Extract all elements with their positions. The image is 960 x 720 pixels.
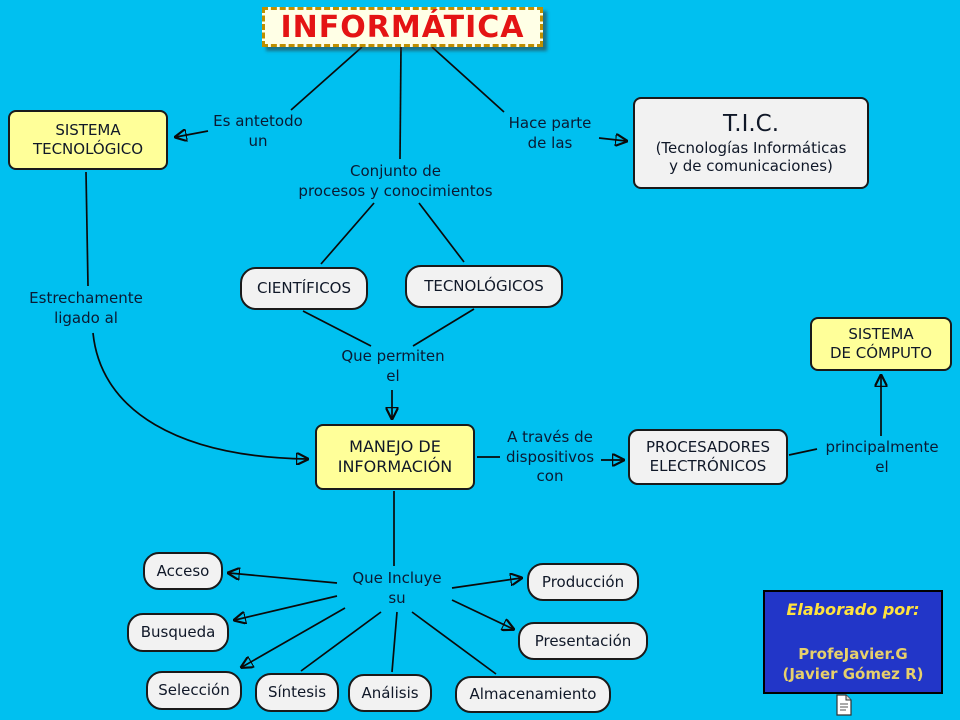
credits-author: ProfeJavier.G [798, 645, 908, 663]
node-produccion: Producción [527, 563, 639, 601]
edge-conjunto-cientificos [320, 202, 375, 265]
node-tecnologicos: TECNOLÓGICOS [405, 265, 563, 308]
node-tic: T.I.C. (Tecnologías Informáticas y de co… [633, 97, 869, 189]
node-seleccion: Selección [146, 671, 242, 710]
edge-title-es-antetodo [290, 46, 363, 111]
link-label-a-traves: A través de dispositivos con [505, 428, 595, 485]
link-label-que-incluye: Que Incluye su [352, 569, 442, 607]
edge-conjunto-tecnologicos [418, 202, 465, 263]
node-busqueda: Busqueda [127, 613, 229, 652]
link-label-que-permiten: Que permiten el [341, 347, 445, 385]
tic-subtitle: (Tecnologías Informáticas y de comunicac… [655, 138, 847, 176]
credits-box: Elaborado por: ProfeJavier.G (Javier Góm… [763, 590, 943, 694]
edge-que-incluye-analisis [391, 611, 398, 673]
node-sistema-de-computo: SISTEMA DE CÓMPUTO [810, 317, 952, 371]
edge-title-conjunto [399, 46, 402, 160]
edge-que-incluye-seleccion [242, 607, 346, 667]
node-procesadores-electronicos: PROCESADORES ELECTRÓNICOS [628, 429, 788, 485]
edge-que-incluye-produccion [451, 578, 521, 589]
edge-que-incluye-sintesis [300, 611, 382, 672]
node-sistema-tecnologico: SISTEMA TECNOLÓGICO [8, 110, 168, 170]
link-label-conjunto: Conjunto de procesos y conocimientos [298, 162, 493, 200]
link-label-principalmente: principalmente el [825, 438, 939, 476]
node-manejo-de-informacion: MANEJO DE INFORMACIÓN [315, 424, 475, 490]
link-label-es-antetodo: Es antetodo un [213, 112, 303, 150]
edge-title-hace-parte [431, 46, 505, 113]
node-sintesis: Síntesis [255, 673, 339, 712]
link-label-hace-parte: Hace parte de las [508, 114, 592, 152]
node-informatica: INFORMÁTICA [262, 7, 543, 47]
edge-hace-parte-tic [598, 138, 626, 141]
edge-que-incluye-presentacion [451, 599, 513, 629]
node-acceso: Acceso [143, 552, 223, 590]
node-almacenamiento: Almacenamiento [455, 676, 611, 713]
edge-que-incluye-busqueda [235, 595, 338, 620]
link-label-estrechamente: Estrechamente ligado al [29, 289, 143, 327]
node-cientificos: CIENTÍFICOS [240, 267, 368, 310]
node-presentacion: Presentación [518, 622, 648, 660]
credits-author-fullname: (Javier Gómez R) [782, 664, 924, 683]
document-icon [836, 694, 852, 716]
edge-cientificos-que-permiten [302, 310, 372, 347]
edge-que-incluye-acceso [229, 573, 338, 584]
edge-estrechamente-manejo [92, 332, 307, 459]
edge-tecnologicos-que-permiten [412, 308, 475, 347]
tic-title: T.I.C. [722, 110, 780, 137]
node-analisis: Análisis [348, 674, 432, 712]
edge-que-incluye-almacenamiento [411, 611, 497, 675]
credits-heading: Elaborado por: [786, 600, 920, 619]
edge-sistema-tecnologico-estrechamente [85, 171, 89, 287]
